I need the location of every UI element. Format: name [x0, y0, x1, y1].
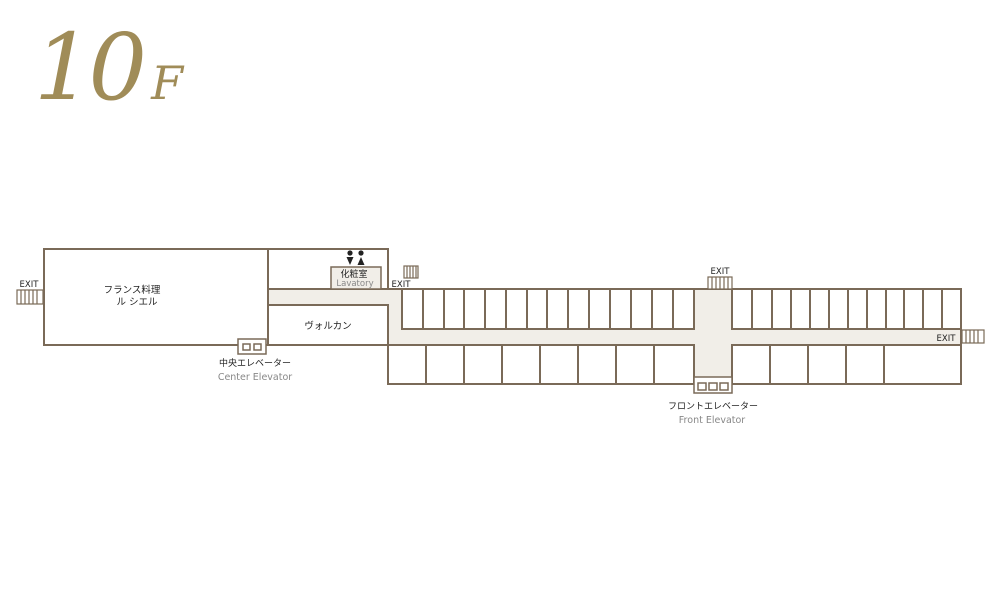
label-french-restaurant-name: ル シエル	[116, 297, 158, 308]
guest-room	[588, 288, 611, 330]
exit-stair-icon	[403, 265, 419, 279]
guest-room	[790, 288, 811, 330]
guest-room	[941, 288, 962, 330]
guest-room	[883, 344, 962, 385]
guest-room	[845, 344, 885, 385]
room-vulcan[interactable]	[267, 304, 389, 346]
room-lavatory[interactable]	[330, 266, 382, 290]
guest-room	[866, 288, 887, 330]
floor-unit: F	[151, 56, 183, 110]
guest-room	[630, 288, 653, 330]
guest-room	[526, 288, 548, 330]
guest-room	[443, 288, 465, 330]
guest-room	[828, 288, 849, 330]
guest-room	[653, 344, 695, 385]
guest-room	[609, 288, 632, 330]
guest-room	[751, 288, 773, 330]
guest-room	[577, 344, 617, 385]
guest-room	[505, 288, 528, 330]
label-exit-lavatory-side: EXIT	[392, 280, 412, 290]
guest-room	[401, 288, 424, 330]
guest-room	[771, 288, 792, 330]
guest-room	[463, 344, 503, 385]
exit-stair-icon	[707, 276, 733, 290]
guest-room	[903, 288, 924, 330]
elevator-icon[interactable]	[237, 338, 267, 355]
guest-rooms-south	[387, 344, 962, 385]
exit-stair-icon	[16, 289, 44, 305]
label-lavatory-en: Lavatory	[336, 279, 373, 289]
guest-room	[546, 288, 569, 330]
guest-room	[615, 344, 655, 385]
label-exit-west: EXIT	[20, 280, 40, 290]
label-front-elevator-en: Front Elevator	[679, 415, 746, 426]
guest-room	[484, 288, 507, 330]
guest-room	[567, 288, 590, 330]
guest-rooms-north	[401, 288, 962, 330]
label-center-elevator-jp: 中央エレベーター	[219, 357, 291, 369]
room-french-restaurant[interactable]	[43, 248, 269, 346]
restroom-icon	[346, 250, 365, 265]
guest-room	[807, 344, 847, 385]
guest-room	[731, 344, 771, 385]
label-exit-east: EXIT	[937, 334, 957, 344]
floor-number: 10	[34, 14, 147, 121]
guest-room	[922, 288, 943, 330]
elevator-icon[interactable]	[693, 376, 733, 394]
label-exit-north: EXIT	[711, 267, 731, 277]
guest-room	[809, 288, 830, 330]
exit-stair-icon	[961, 329, 985, 344]
label-front-elevator-jp: フロントエレベーター	[668, 401, 758, 412]
label-vulcan: ヴォルカン	[304, 320, 351, 332]
guest-room	[769, 344, 809, 385]
guest-room	[672, 288, 695, 330]
guest-room	[847, 288, 868, 330]
label-center-elevator-en: Center Elevator	[218, 372, 292, 383]
guest-room	[885, 288, 905, 330]
guest-room	[539, 344, 579, 385]
guest-room	[501, 344, 541, 385]
label-lavatory-jp: 化粧室	[340, 268, 367, 280]
guest-room	[422, 288, 445, 330]
guest-room	[731, 288, 753, 330]
guest-room	[387, 344, 427, 385]
guest-room	[463, 288, 486, 330]
guest-room	[651, 288, 674, 330]
guest-room	[425, 344, 465, 385]
label-french-restaurant: フランス料理	[104, 284, 161, 296]
